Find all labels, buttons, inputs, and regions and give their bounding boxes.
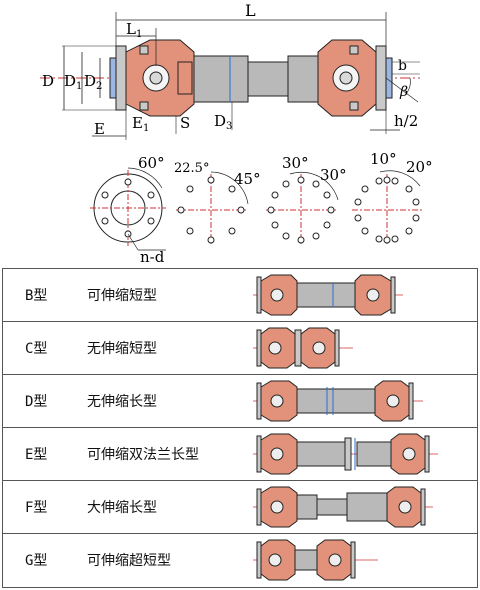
left-flange [115, 45, 127, 111]
left-yoke-neck [177, 61, 193, 95]
beta-line [385, 77, 419, 103]
D1-label: D1 [64, 72, 82, 92]
right-flange-spigot [385, 57, 393, 99]
shaft-end [287, 55, 319, 103]
angle-label: 30° [282, 154, 309, 172]
b-label: b [398, 58, 407, 74]
h2-label: h/2 [394, 112, 418, 130]
right-flange [375, 45, 387, 111]
type-d-thumbnail [253, 380, 423, 422]
flange-pattern-3: 30° 30° [266, 154, 347, 246]
type-b-thumbnail [253, 274, 403, 316]
left-bolt-top [139, 45, 149, 55]
D-label: D [42, 72, 54, 90]
L-label: L [245, 1, 256, 20]
type-code: F型 [25, 500, 48, 516]
n-d-label: n-d [140, 248, 165, 266]
drawing-area: L L1 D D1 D2 E E1 S D3 b β h/2 60° [0, 0, 480, 268]
left-flange-spigot [109, 57, 117, 99]
angle-label: 10° [370, 150, 397, 168]
type-f-thumbnail [253, 486, 433, 528]
type-c-thumbnail [253, 327, 353, 369]
D3-label: D3 [214, 112, 232, 132]
L1-label: L1 [126, 20, 142, 40]
left-bolt-bottom [139, 101, 149, 111]
right-bolt-bottom [349, 101, 359, 111]
flange-pattern-1: 60° n-d [90, 154, 166, 266]
angle-label: 30° [320, 166, 347, 184]
beta-label: β [399, 84, 408, 100]
angle-label: 60° [138, 154, 165, 172]
left-cross-center [149, 71, 163, 85]
type-code: B型 [25, 288, 48, 304]
type-code: E型 [25, 447, 48, 463]
type-description: 可伸缩双法兰长型 [87, 447, 199, 463]
type-row-b: B型 可伸缩短型 [3, 269, 477, 322]
flange-pattern-2: 22.5° 45° [174, 161, 261, 246]
type-description: 可伸缩超短型 [87, 553, 171, 569]
angle-label: 22.5° [174, 161, 209, 176]
type-row-g: G型 可伸缩超短型 [3, 534, 477, 587]
type-code: D型 [25, 394, 48, 410]
type-row-f: F型 大伸缩长型 [3, 481, 477, 534]
spline-sleeve [193, 55, 249, 103]
type-row-e: E型 可伸缩双法兰长型 [3, 428, 477, 481]
angle-label: 45° [234, 170, 261, 188]
type-table: B型 可伸缩短型 C型 无伸缩短型 D型 无伸缩长型 [2, 268, 478, 588]
type-description: 可伸缩短型 [87, 288, 157, 304]
type-description: 无伸缩短型 [87, 341, 157, 357]
type-code: C型 [25, 341, 48, 357]
D2-label: D2 [84, 72, 102, 92]
type-code: G型 [25, 553, 48, 569]
right-cross-center [339, 71, 353, 85]
type-description: 无伸缩长型 [87, 394, 157, 410]
right-bolt-top [349, 45, 359, 55]
technical-drawing: L L1 D D1 D2 E E1 S D3 b β h/2 60° [40, 1, 433, 266]
flange-pattern-4: 10° 20° [352, 150, 433, 246]
type-row-c: C型 无伸缩短型 [3, 322, 477, 375]
E-label: E [94, 120, 105, 138]
type-description: 大伸缩长型 [87, 500, 157, 516]
type-g-thumbnail [253, 539, 378, 581]
type-e-thumbnail [253, 433, 438, 475]
shaft-tube [247, 61, 289, 97]
type-row-d: D型 无伸缩长型 [3, 375, 477, 428]
E1-label: E1 [132, 114, 149, 134]
beta-arc [405, 77, 411, 95]
angle-label: 20° [406, 158, 433, 176]
S-label: S [180, 114, 190, 132]
